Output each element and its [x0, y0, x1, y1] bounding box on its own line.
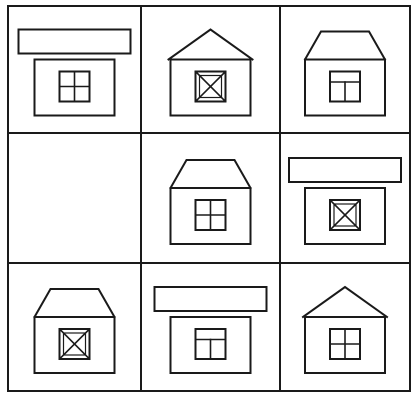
house-figure [169, 30, 253, 116]
house-figure [289, 158, 401, 244]
puzzle-cell [155, 287, 267, 373]
roof-trapezoid [171, 160, 251, 188]
roof-trapezoid [305, 32, 385, 60]
house-figure [303, 287, 387, 373]
puzzle-cell [35, 289, 115, 373]
puzzle-cell [19, 30, 131, 116]
puzzle-cell [169, 30, 253, 116]
roof-flat-slab [155, 287, 267, 311]
roof-triangle [169, 30, 253, 60]
puzzle-cell [305, 32, 385, 116]
roof-trapezoid [35, 289, 115, 317]
puzzle-cell [289, 158, 401, 244]
roof-triangle [303, 287, 387, 317]
house-figure [155, 287, 267, 373]
house-figure [35, 289, 115, 373]
house-figure [305, 32, 385, 116]
puzzle-cells [19, 30, 402, 374]
roof-flat-slab [19, 30, 131, 54]
house-figure [171, 160, 251, 244]
house-figure [19, 30, 131, 116]
puzzle-cell [171, 160, 251, 244]
puzzle-cell [303, 287, 387, 373]
roof-flat-slab [289, 158, 401, 182]
